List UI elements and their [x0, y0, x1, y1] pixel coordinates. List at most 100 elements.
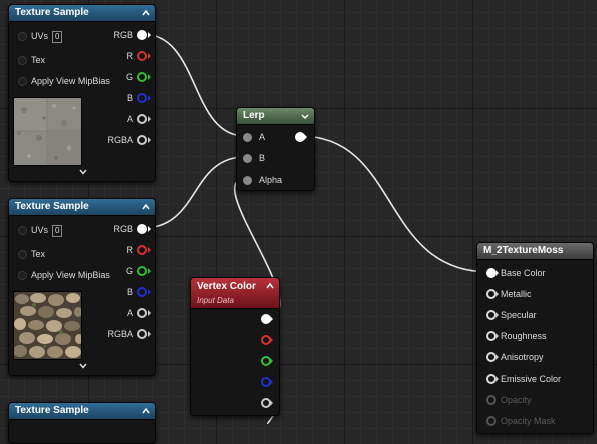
uvs-input-pin[interactable] [18, 226, 27, 235]
uvs-input-pin[interactable] [18, 32, 27, 41]
lerp-alpha-input-pin[interactable] [243, 176, 252, 185]
metallic-label: Metallic [501, 289, 532, 299]
roughness-label: Roughness [501, 331, 547, 341]
tex-input-pin[interactable] [18, 250, 27, 259]
mipbias-input-pin[interactable] [18, 271, 27, 280]
mipbias-input-pin[interactable] [18, 77, 27, 86]
node-header[interactable]: Texture Sample [9, 199, 155, 216]
pin-arrow-icon [496, 291, 499, 297]
opacity-input-pin[interactable] [486, 395, 496, 405]
g-output-pin[interactable] [137, 72, 147, 82]
tex-input-pin[interactable] [18, 56, 27, 65]
pin-arrow-icon [270, 400, 273, 406]
g-output-label: G [125, 266, 133, 276]
r-output-pin[interactable] [137, 51, 147, 61]
anisotropy-input-pin[interactable] [486, 352, 496, 362]
pin-arrow-icon [496, 376, 499, 382]
texture-sample-node-3[interactable]: Texture Sample [8, 402, 156, 444]
uvs-value-field[interactable]: 0 [52, 31, 63, 43]
r-output-label: R [126, 245, 134, 255]
lerp-a-input-pin[interactable] [243, 133, 252, 142]
pin-arrow-icon [270, 337, 273, 343]
vertex-color-node[interactable]: Vertex Color Input Data [190, 277, 280, 416]
collapse-arrow-icon[interactable] [142, 203, 150, 211]
lerp-a-label: A [259, 132, 266, 142]
node-header[interactable]: M_2TextureMoss [477, 243, 593, 260]
node-title: Texture Sample [15, 201, 89, 212]
rgb-output-pin[interactable] [137, 30, 147, 40]
a-output-pin[interactable] [137, 114, 147, 124]
pin-arrow-icon [496, 333, 499, 339]
g-output-pin[interactable] [137, 266, 147, 276]
b-output-label: B [126, 287, 133, 297]
pin-arrow-icon [148, 74, 151, 80]
r-output-pin[interactable] [137, 245, 147, 255]
a-output-label: A [126, 308, 133, 318]
rgba-output-label: RGBA [107, 329, 133, 339]
node-title: Vertex Color [197, 281, 256, 292]
r-output-label: R [126, 51, 134, 61]
rgba-output-pin[interactable] [137, 329, 147, 339]
uvs-label: UVs [31, 225, 49, 235]
lerp-alpha-label: Alpha [259, 175, 283, 185]
pin-arrow-icon [148, 137, 151, 143]
node-header[interactable]: Texture Sample [9, 5, 155, 22]
node-header[interactable]: Lerp [237, 108, 314, 125]
rgb-output-label: RGB [113, 224, 133, 234]
pin-arrow-icon [270, 358, 273, 364]
node-header[interactable]: Vertex Color Input Data [191, 278, 279, 309]
mipbias-label: Apply View MipBias [31, 76, 110, 86]
specular-input-pin[interactable] [486, 310, 496, 320]
expand-chevron-icon[interactable] [79, 363, 87, 369]
pin-arrow-icon [148, 53, 151, 59]
a-output-pin[interactable] [137, 308, 147, 318]
pin-arrow-icon [148, 268, 151, 274]
pin-arrow-icon [148, 226, 151, 232]
rgb-output-pin[interactable] [137, 224, 147, 234]
tex-label: Tex [31, 249, 46, 259]
anisotropy-label: Anisotropy [501, 352, 544, 362]
lerp-node[interactable]: Lerp A B Alpha [236, 107, 315, 191]
b-output-pin[interactable] [137, 287, 147, 297]
base-color-label: Base Color [501, 268, 546, 278]
collapse-arrow-icon[interactable] [301, 112, 309, 120]
wire-tex1-rgb-to-lerp-a [142, 33, 246, 137]
rgb-output-label: RGB [113, 30, 133, 40]
pin-arrow-icon [148, 116, 151, 122]
a-output-label: A [126, 114, 133, 124]
pin-arrow-icon [148, 310, 151, 316]
b-output-pin[interactable] [137, 93, 147, 103]
specular-label: Specular [501, 310, 537, 320]
emissive-color-label: Emissive Color [501, 374, 562, 384]
material-result-node[interactable]: M_2TextureMoss Base Color Metallic Specu… [476, 242, 594, 434]
node-header[interactable]: Texture Sample [9, 403, 155, 420]
uvs-value-field[interactable]: 0 [52, 225, 63, 237]
base-color-input-pin[interactable] [486, 268, 496, 278]
rgba-output-pin[interactable] [137, 135, 147, 145]
b-output-label: B [126, 93, 133, 103]
node-title: M_2TextureMoss [483, 245, 564, 256]
wire-tex2-rgb-to-lerp-b [142, 156, 246, 229]
uvs-label: UVs [31, 31, 49, 41]
pin-arrow-icon [148, 289, 151, 295]
metallic-input-pin[interactable] [486, 289, 496, 299]
pin-arrow-icon [148, 95, 151, 101]
wire-lerp-to-basecolor [299, 135, 490, 273]
node-subtitle: Input Data [197, 296, 234, 305]
emissive-color-input-pin[interactable] [486, 374, 496, 384]
pin-arrow-icon [496, 354, 499, 360]
tex-label: Tex [31, 55, 46, 65]
collapse-arrow-icon[interactable] [142, 407, 150, 415]
lerp-b-label: B [259, 153, 266, 163]
expand-chevron-icon[interactable] [79, 169, 87, 175]
opacity-mask-label: Opacity Mask [501, 416, 556, 426]
roughness-input-pin[interactable] [486, 331, 496, 341]
opacity-mask-input-pin[interactable] [486, 416, 496, 426]
lerp-b-input-pin[interactable] [243, 154, 252, 163]
g-output-label: G [125, 72, 133, 82]
collapse-arrow-icon[interactable] [142, 9, 150, 17]
collapse-arrow-icon[interactable] [266, 282, 274, 290]
opacity-label: Opacity [501, 395, 532, 405]
